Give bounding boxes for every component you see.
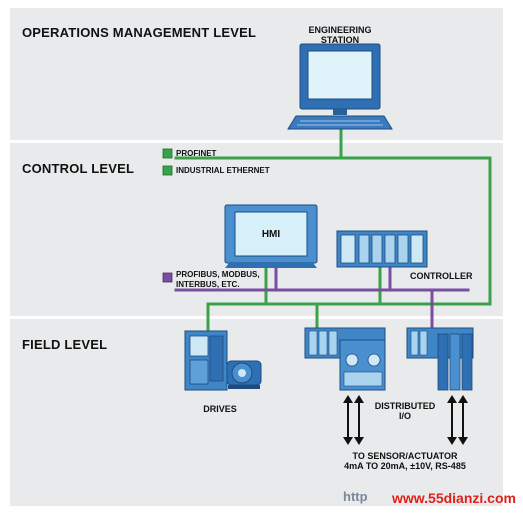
fieldbus-legend-line-2: INTERBUS, ETC. [176, 280, 240, 289]
controller-label: CONTROLLER [410, 271, 473, 281]
hmi-icon [224, 204, 318, 268]
sensor-actuator-arrows [343, 395, 468, 445]
sensor-actuator-note: TO SENSOR/ACTUATOR 4mA TO 20mA, ±10V, RS… [320, 451, 490, 471]
industrial-ethernet-lines [174, 125, 492, 335]
fieldbus-legend-swatch [162, 272, 173, 283]
engineering-station-label-line-1: ENGINEERING [308, 25, 372, 35]
hmi-label: HMI [261, 229, 281, 240]
distributed-io-label: DISTRIBUTED I/O [365, 401, 445, 421]
operations-level-title: OPERATIONS MANAGEMENT LEVEL [22, 25, 257, 40]
distributed-io-module-1 [304, 327, 386, 391]
industrial-ethernet-legend-label: INDUSTRIAL ETHERNET [176, 166, 270, 175]
distributed-io-label-line-2: I/O [398, 411, 411, 421]
sensor-note-line-1: TO SENSOR/ACTUATOR [352, 451, 458, 461]
industrial-ethernet-legend-swatch [162, 165, 173, 176]
operations-level-band [10, 8, 503, 140]
distributed-io-module-2 [406, 327, 474, 391]
field-level-title: FIELD LEVEL [22, 337, 108, 352]
drives-icon [184, 330, 262, 391]
engineering-station-label-line-2: STATION [320, 35, 360, 45]
drives-label: DRIVES [203, 404, 237, 414]
control-level-title: CONTROL LEVEL [22, 161, 135, 176]
sensor-note-line-2: 4mA TO 20mA, ±10V, RS-485 [344, 461, 466, 471]
fieldbus-legend-label: PROFIBUS, MODBUS, INTERBUS, ETC. [176, 270, 260, 290]
distributed-io-label-line-1: DISTRIBUTED [374, 401, 436, 411]
profinet-legend-label: PROFINET [176, 149, 217, 158]
watermark-right: www.55dianzi.com [392, 490, 516, 506]
watermark-left: http [343, 489, 368, 504]
engineering-station-icon [287, 43, 393, 130]
engineering-station-label: ENGINEERING STATION [295, 25, 385, 45]
controller-icon [336, 230, 428, 268]
fieldbus-legend-line-1: PROFIBUS, MODBUS, [176, 270, 260, 279]
profinet-legend-swatch [162, 148, 173, 159]
